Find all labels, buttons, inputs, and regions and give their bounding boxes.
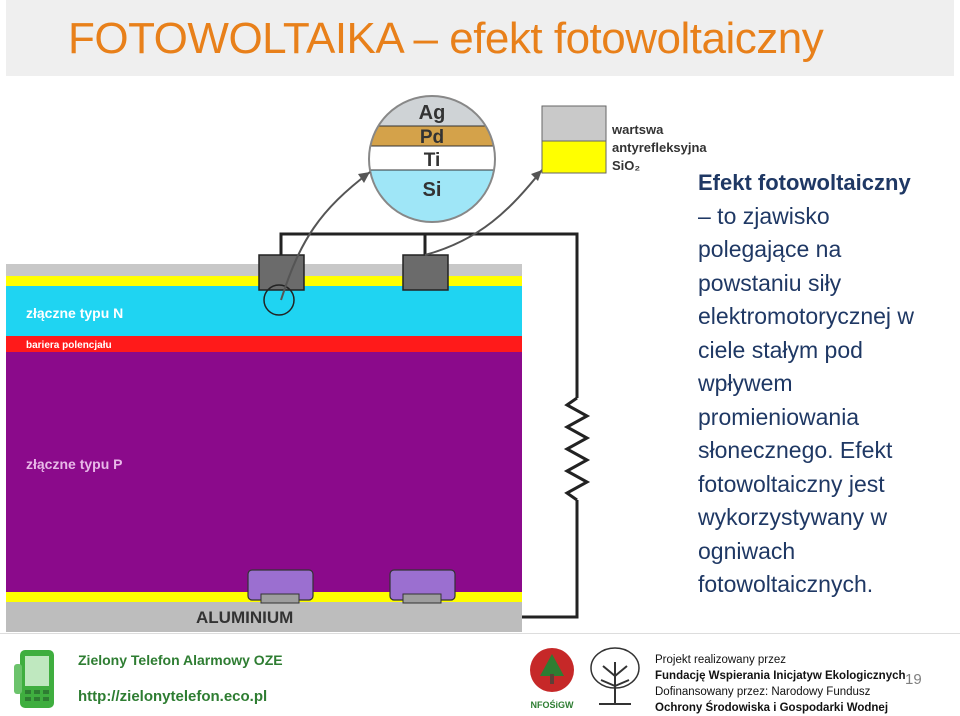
project-line-3: Dofinansowany przez: Narodowy Fundusz <box>655 686 871 698</box>
back-contact-right-base <box>402 593 442 604</box>
body-line: wykorzystywany w <box>698 504 888 530</box>
coating-label-line3: SiO₂ <box>612 158 640 173</box>
project-line-4: Ochrony Środowiska i Gospodarki Wodnej <box>655 702 889 714</box>
body-line: fotowoltaiczny jest <box>698 470 885 497</box>
body-line: elektromotorycznej w <box>698 303 915 329</box>
coating-label-line1: wartswa <box>611 122 664 137</box>
body-line: ogniwach <box>698 537 796 564</box>
org-url-link[interactable]: http://zielonytelefon.eco.pl <box>78 688 268 705</box>
p-layer-label: złączne typu P <box>26 456 122 472</box>
coating-label-line2: antyrefleksyjna <box>612 140 707 155</box>
body-line: ciele stałym pod <box>698 336 863 363</box>
body-line: wpływem <box>698 370 793 396</box>
title-bar <box>6 0 954 76</box>
circuit-wire-bottom <box>522 500 579 619</box>
layer-label-ti: Ti <box>424 150 441 171</box>
slide-title: FOTOWOLTAIKA – efekt fotowoltaiczny <box>68 14 824 63</box>
body-line: słonecznego. Efekt <box>698 437 893 463</box>
foundation-tree-logo-icon <box>590 647 640 705</box>
body-line: fotowoltaicznych. <box>698 571 874 597</box>
project-line-1: Projekt realizowany przez <box>655 654 787 666</box>
body-line: polegające na <box>698 236 842 262</box>
layer-label-si: Si <box>423 179 442 201</box>
body-line: – to zjawisko <box>698 202 830 229</box>
layer-label-ag: Ag <box>419 102 446 124</box>
pointer-arrow-right <box>424 169 543 256</box>
front-contact-right <box>402 254 449 291</box>
slide-body-text: Efekt fotowoltaiczny – to zjawisko poleg… <box>698 166 954 602</box>
project-info: Projekt realizowany przez Fundację Wspie… <box>655 652 906 716</box>
barrier-label: bariera polencjału <box>26 340 112 351</box>
n-layer-label: złączne typu N <box>26 305 123 321</box>
nfosigw-logo-icon: NFOŚiGW <box>530 648 575 710</box>
body-line: powstaniu siły <box>698 269 842 296</box>
resistor-icon <box>563 396 591 502</box>
page-number: 19 <box>905 671 922 688</box>
circuit-wire-top <box>279 232 579 398</box>
body-line: promieniowania <box>698 403 860 430</box>
contact-highlight-circle <box>263 284 295 316</box>
back-contact-left-base <box>260 593 300 604</box>
coating-sample-gray <box>541 105 607 142</box>
aluminium-layer <box>6 602 522 632</box>
nfosigw-logo-text: NFOŚiGW <box>531 699 575 710</box>
org-title: Zielony Telefon Alarmowy OZE <box>78 652 283 668</box>
footer-divider <box>0 633 960 634</box>
p-type-layer <box>6 352 522 592</box>
green-phone-logo-icon <box>14 650 54 708</box>
layer-label-pd: Pd <box>420 127 444 148</box>
coating-sample-yellow <box>541 140 607 174</box>
n-type-layer <box>6 286 522 336</box>
project-line-2: Fundację Wspierania Inicjatyw Ekologiczn… <box>655 670 906 682</box>
aluminium-label: ALUMINIUM <box>196 608 293 627</box>
body-heading: Efekt fotowoltaiczny <box>698 170 911 195</box>
pointer-arrow-left <box>280 171 371 301</box>
barrier-layer <box>6 336 522 352</box>
